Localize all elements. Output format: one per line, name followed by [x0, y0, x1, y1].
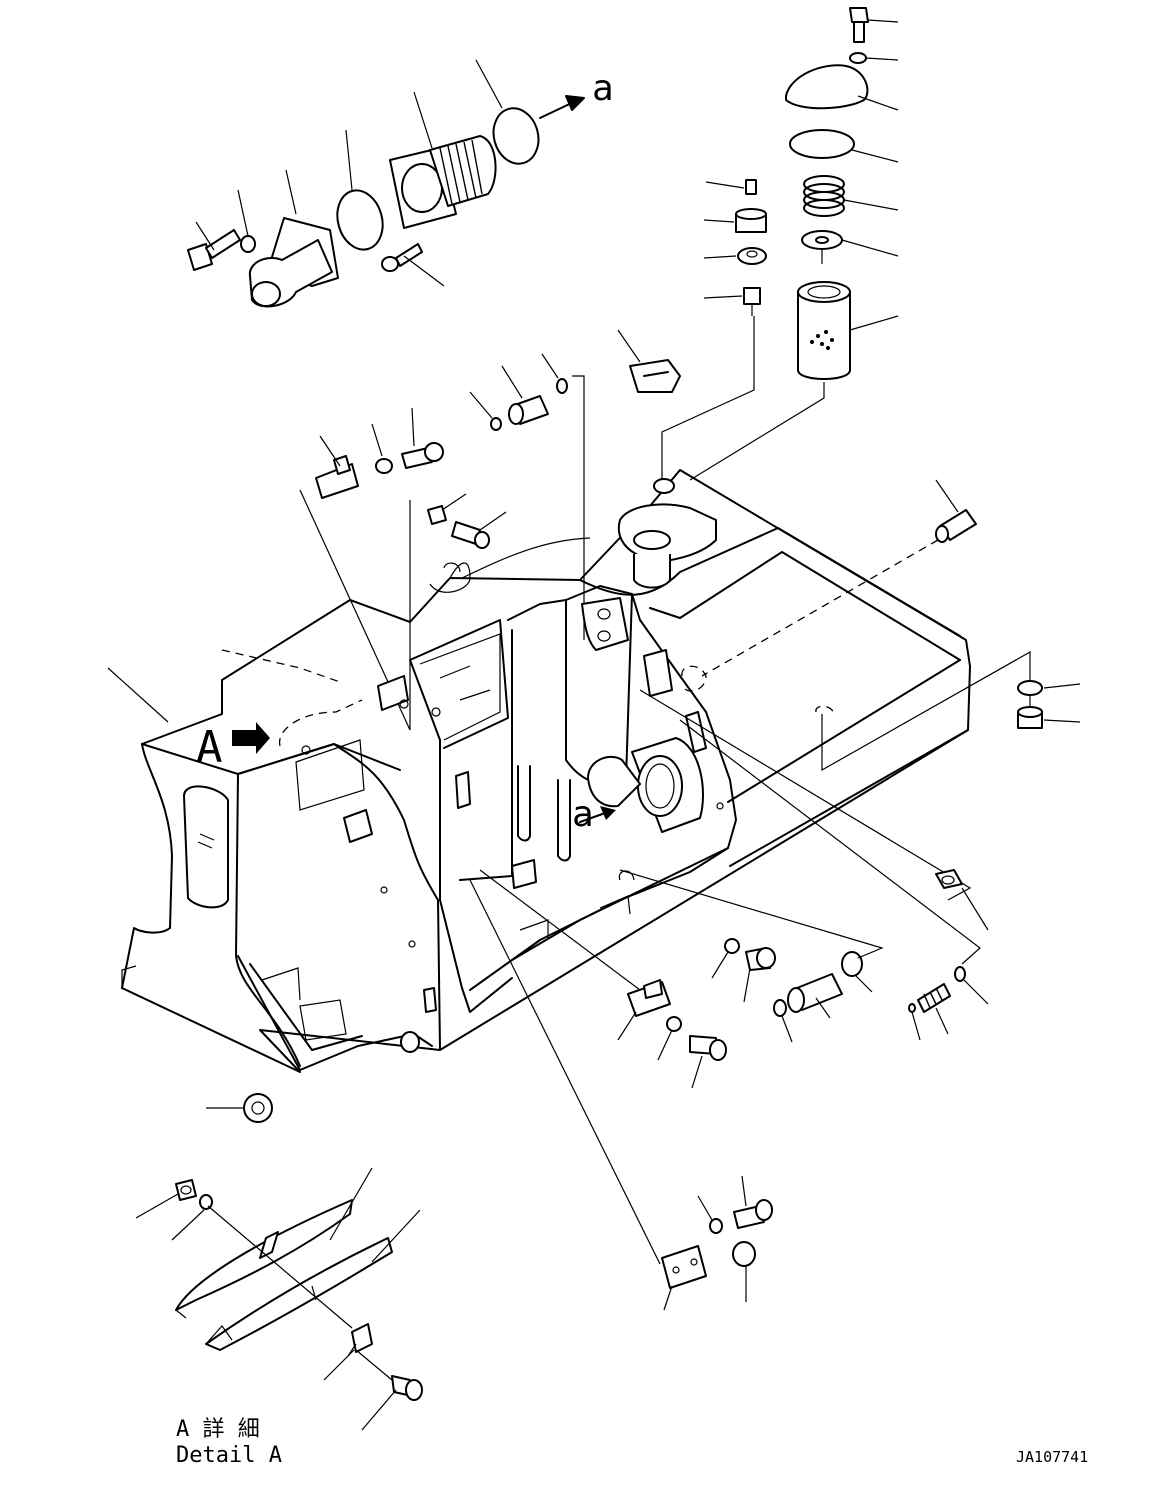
- level-gauge-cap: [629, 359, 681, 393]
- clip-bracket: [427, 505, 447, 525]
- cover-bolt: [733, 1199, 773, 1229]
- connection-label-top: a: [592, 68, 614, 109]
- o-ring-d: [773, 999, 787, 1017]
- union-connector: [787, 973, 843, 1013]
- detail-clip: [347, 1323, 373, 1357]
- bracket-upper-left: [315, 455, 359, 499]
- fitting-bolt: [745, 947, 776, 971]
- detail-a-arrow: [232, 722, 270, 754]
- lower-right-fittings: [619, 869, 989, 1043]
- suction-pipe-flange: [248, 217, 339, 308]
- o-ring-c: [841, 951, 863, 977]
- right-plugs: [639, 680, 1081, 965]
- small-o-ring-a: [490, 417, 502, 431]
- inspection-cover: [183, 785, 229, 909]
- detail-caption-english: Detail A: [176, 1443, 282, 1468]
- pressure-switch: [743, 287, 761, 316]
- cap-cover-set: [469, 879, 773, 1311]
- o-ring: [492, 107, 540, 165]
- detail-marker-label: A: [196, 722, 223, 773]
- filter-valve: [801, 230, 843, 264]
- mounting-cover: [661, 1245, 707, 1289]
- clip-screw: [451, 521, 490, 549]
- suction-strainer-group: [187, 59, 585, 308]
- detail-washer: [199, 1194, 213, 1210]
- drain-pipe: [557, 779, 571, 862]
- o-ring-e: [954, 966, 966, 982]
- bracket-washer: [375, 458, 393, 474]
- detail-a-view: [135, 1167, 423, 1431]
- flange-bolt: [187, 229, 241, 271]
- bracket-bolt: [401, 442, 444, 469]
- return-pipe: [517, 765, 531, 842]
- drain-plug: [1017, 706, 1043, 729]
- hex-nut: [724, 938, 740, 954]
- detail-caption-japanese: A 詳 細: [176, 1417, 260, 1442]
- drawing-number: JA107741: [1016, 1448, 1088, 1466]
- cap-washer: [849, 52, 867, 64]
- clamp-bracket: [627, 979, 671, 1017]
- cover-o-ring: [789, 129, 855, 159]
- cap-bolt: [849, 7, 869, 43]
- filter-cover: [785, 64, 869, 110]
- mounting-lug: [581, 597, 629, 651]
- connection-label-center: a: [572, 794, 594, 835]
- filter-spring: [803, 175, 845, 217]
- cover-washer: [709, 1218, 723, 1234]
- upper-fittings: [299, 329, 977, 731]
- hose-connector: [508, 395, 549, 425]
- adapter-nut: [935, 869, 963, 889]
- plug-o-ring: [1017, 680, 1043, 696]
- cover-plate-upper: [175, 1199, 353, 1319]
- strainer-element: [389, 135, 497, 229]
- grommet: [206, 1093, 273, 1123]
- filter-element: [797, 281, 851, 380]
- small-plug: [745, 179, 757, 195]
- clamp-bolt: [689, 1035, 727, 1061]
- detail-bolt: [391, 1375, 423, 1401]
- filter-housing: [617, 478, 717, 589]
- breather-plug: [935, 509, 977, 543]
- small-o-ring-b: [556, 378, 568, 394]
- washer: [240, 235, 256, 253]
- detail-nut: [175, 1179, 197, 1201]
- hydraulic-tank-frame: [107, 469, 1031, 1073]
- check-valve-seat: [737, 247, 767, 265]
- clamp-washer: [666, 1016, 682, 1032]
- spacer: [735, 208, 767, 233]
- screw-element: [917, 983, 951, 1013]
- mounting-screw: [381, 243, 423, 272]
- breather-filter-stack: [661, 7, 899, 482]
- gasket: [336, 189, 384, 251]
- cover-cap: [732, 1241, 756, 1267]
- suction-port-boss: [587, 737, 704, 833]
- lower-bracket-set: [479, 869, 727, 1089]
